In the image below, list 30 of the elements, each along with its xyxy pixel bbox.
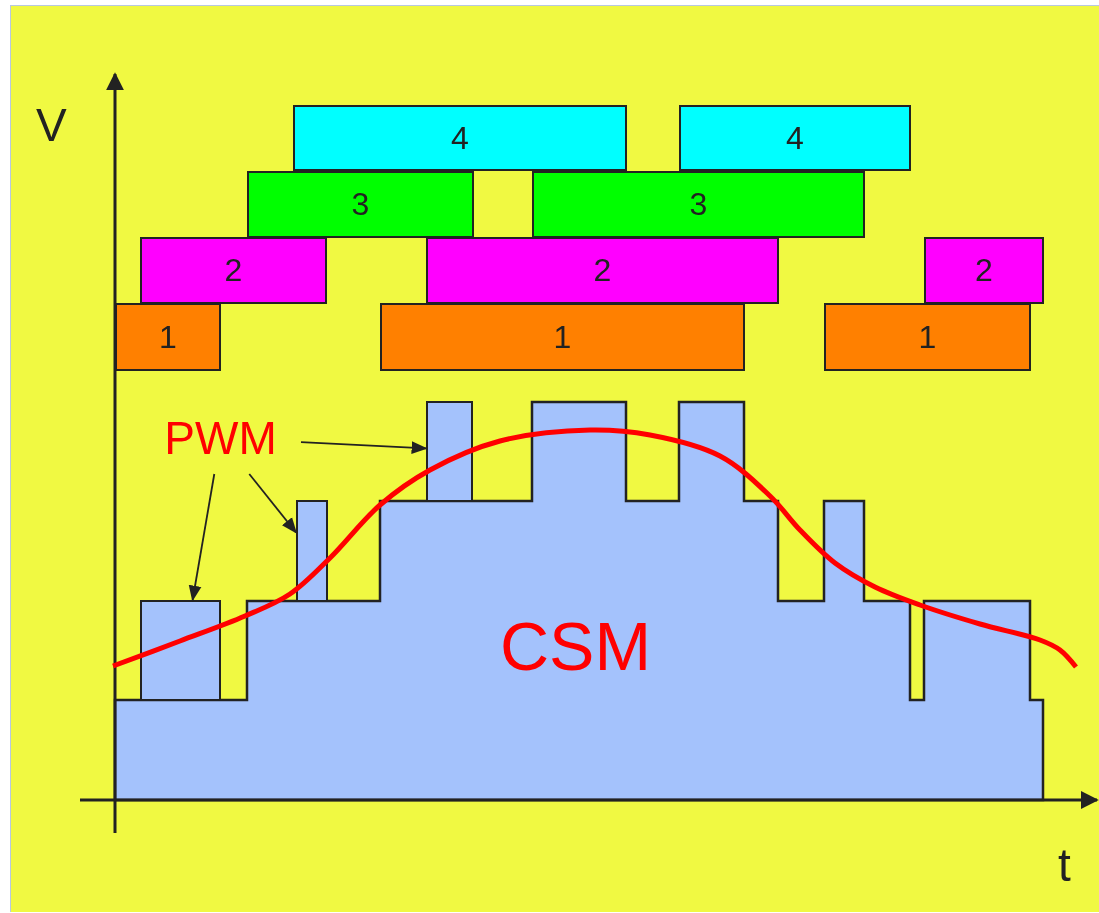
phase-number: 1 — [159, 318, 177, 356]
pwm-pulse — [426, 401, 473, 502]
phase-bar — [380, 303, 745, 371]
leader-arrow — [248, 473, 297, 534]
phase-bar — [426, 237, 779, 304]
phase-bar — [293, 105, 627, 171]
phase-number: 3 — [351, 186, 370, 223]
phase-bar — [140, 237, 327, 304]
phase-bar — [532, 171, 865, 238]
pwm-label: PWM — [148, 412, 293, 464]
phase-bar — [824, 303, 1031, 371]
phase-bar — [924, 237, 1044, 304]
phase-number: 2 — [975, 252, 993, 289]
phase-bar — [679, 105, 911, 171]
phase-number: 4 — [786, 119, 804, 157]
phase-number: 2 — [593, 252, 612, 289]
phase-bar — [115, 303, 221, 371]
phase-number: 2 — [224, 252, 243, 289]
pwm-pulse — [296, 500, 328, 602]
axis-label: V — [36, 102, 67, 148]
phase-number: 1 — [553, 318, 572, 356]
leader-arrow — [188, 473, 216, 602]
axis-label: t — [1058, 842, 1071, 888]
phase-bar — [247, 171, 474, 238]
phase-number: 4 — [451, 119, 469, 157]
csm-label: CSM — [500, 612, 652, 680]
phase-number: 1 — [918, 318, 937, 356]
phase-number: 3 — [689, 186, 708, 223]
pwm-pulse — [140, 600, 221, 701]
leader-arrow — [300, 441, 428, 454]
